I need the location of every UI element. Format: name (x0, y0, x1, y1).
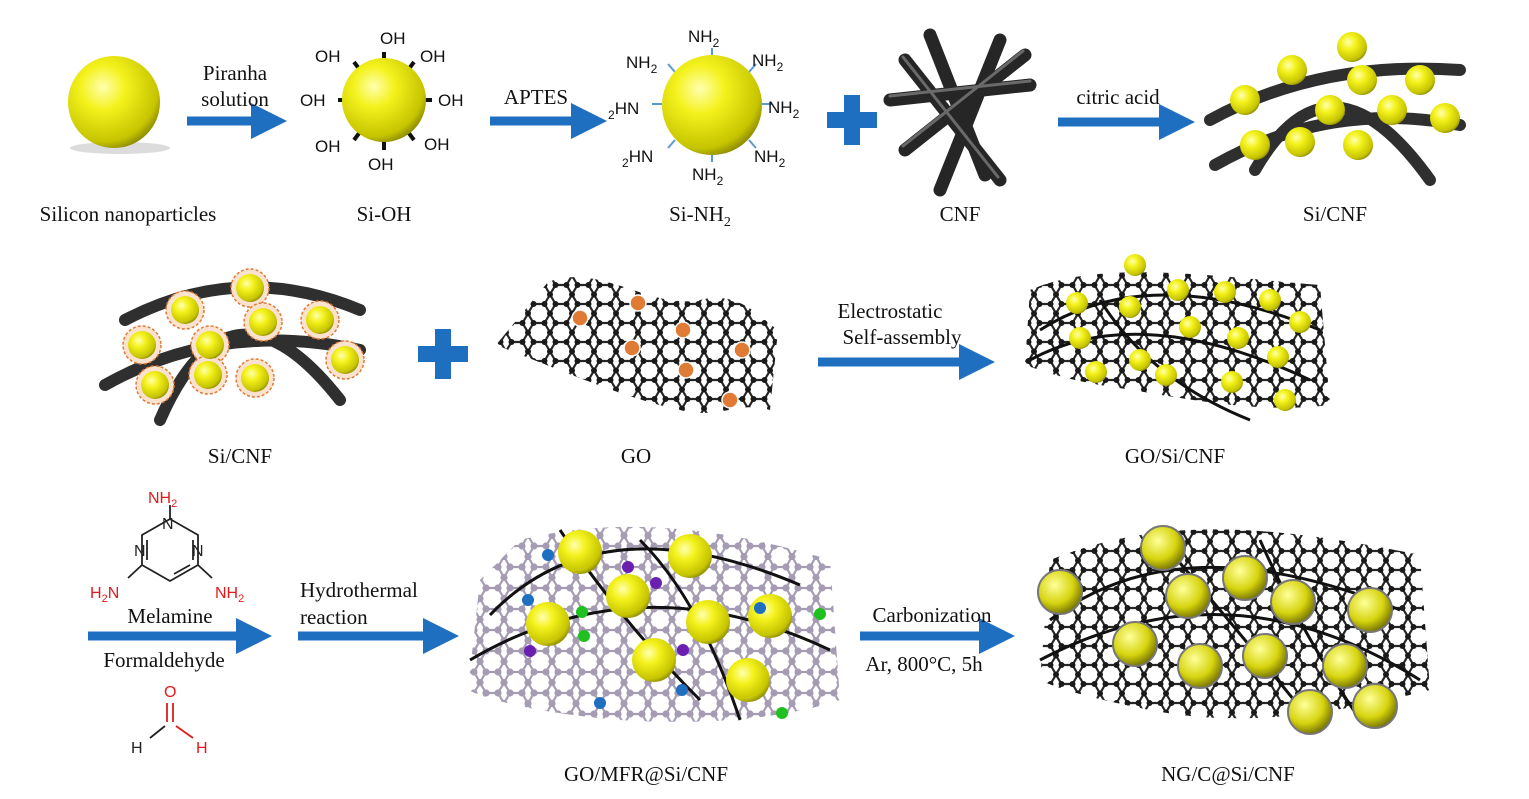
oh-bottom: OH (368, 155, 394, 174)
label-go-mfr-si-cnf: GO/MFR@Si/CNF (564, 762, 728, 786)
label-si-cnf-row2: Si/CNF (208, 444, 272, 468)
nh2-top-left: NH2 (626, 53, 658, 76)
ng-c-si-cnf-composite (1037, 525, 1430, 735)
si-nh2-particle (652, 48, 772, 162)
nh2-bottom-right: NH2 (754, 147, 786, 170)
label-si-oh: Si-OH (357, 202, 412, 226)
go-sheet (496, 277, 778, 413)
arrow-self-assembly-label-1: Electrostatic (838, 299, 943, 323)
arrow-self-assembly-label-2: Self-assembly (843, 325, 962, 349)
nh2-bottom: NH2 (692, 165, 724, 188)
go-mfr-si-cnf-composite (468, 526, 840, 722)
nh2-group-labels: NH2 NH2 NH2 NH2 2HN 2HN NH2 NH2 (608, 27, 800, 188)
melamine-structure: NH2 N N N H2N NH2 (90, 490, 244, 605)
si-cnf-composite-2 (99, 268, 366, 426)
nh2-right: NH2 (768, 98, 800, 121)
svg-text:N: N (192, 543, 204, 560)
h2n-left: 2HN (608, 99, 639, 122)
svg-text:N: N (162, 516, 174, 533)
label-silicon-nanoparticles: Silicon nanoparticles (40, 202, 217, 226)
arrow-citric-acid-label: citric acid (1076, 85, 1160, 109)
label-go-si-cnf: GO/Si/CNF (1125, 444, 1225, 468)
svg-text:NH2: NH2 (148, 490, 177, 510)
arrow-hydrothermal-label-2: reaction (300, 605, 368, 629)
label-melamine: Melamine (127, 604, 212, 628)
svg-text:H: H (196, 740, 208, 757)
formaldehyde-structure: O H H (131, 684, 208, 757)
svg-text:N: N (134, 543, 146, 560)
oh-top-right: OH (420, 47, 446, 66)
h2n-bottom-left: 2HN (622, 147, 653, 170)
label-ng-c-si-cnf: NG/C@Si/CNF (1161, 762, 1295, 786)
svg-text:NH2: NH2 (215, 585, 244, 605)
arrow-carbonization-label-2: Ar, 800°C, 5h (865, 652, 983, 676)
oh-right: OH (438, 91, 464, 110)
label-cnf: CNF (940, 202, 981, 226)
label-si-cnf-row1: Si/CNF (1303, 202, 1367, 226)
si-cnf-composite-1 (1204, 32, 1466, 186)
silicon-nanoparticle (68, 56, 170, 154)
plus-icon (827, 95, 877, 145)
cnf-bundle (883, 28, 1037, 197)
svg-text:H2N: H2N (90, 585, 119, 605)
arrow-aptes-label: APTES (504, 85, 568, 109)
oh-bottom-right: OH (424, 135, 450, 154)
label-si-nh2: Si-NH2 (669, 202, 731, 230)
oh-top: OH (380, 29, 406, 48)
label-go: GO (621, 444, 651, 468)
arrow-piranha-label-1: Piranha (203, 61, 268, 85)
arrow-piranha-label-2: solution (201, 87, 269, 111)
arrow-carbonization-label-1: Carbonization (873, 603, 992, 627)
nh2-top: NH2 (688, 27, 720, 50)
svg-text:H: H (131, 740, 143, 757)
go-si-cnf-composite (1025, 254, 1330, 422)
oh-top-left: OH (315, 47, 341, 66)
arrow-hydrothermal-label-1: Hydrothermal (300, 578, 418, 602)
nh2-top-right: NH2 (752, 51, 784, 74)
plus-icon-2 (418, 329, 468, 379)
oh-left: OH (300, 91, 326, 110)
label-formaldehyde: Formaldehyde (103, 648, 224, 672)
oh-group-labels: OH OH OH OH OH OH OH OH (300, 29, 464, 174)
si-oh-particle (338, 52, 432, 150)
oh-bottom-left: OH (315, 137, 341, 156)
svg-text:O: O (164, 684, 176, 701)
